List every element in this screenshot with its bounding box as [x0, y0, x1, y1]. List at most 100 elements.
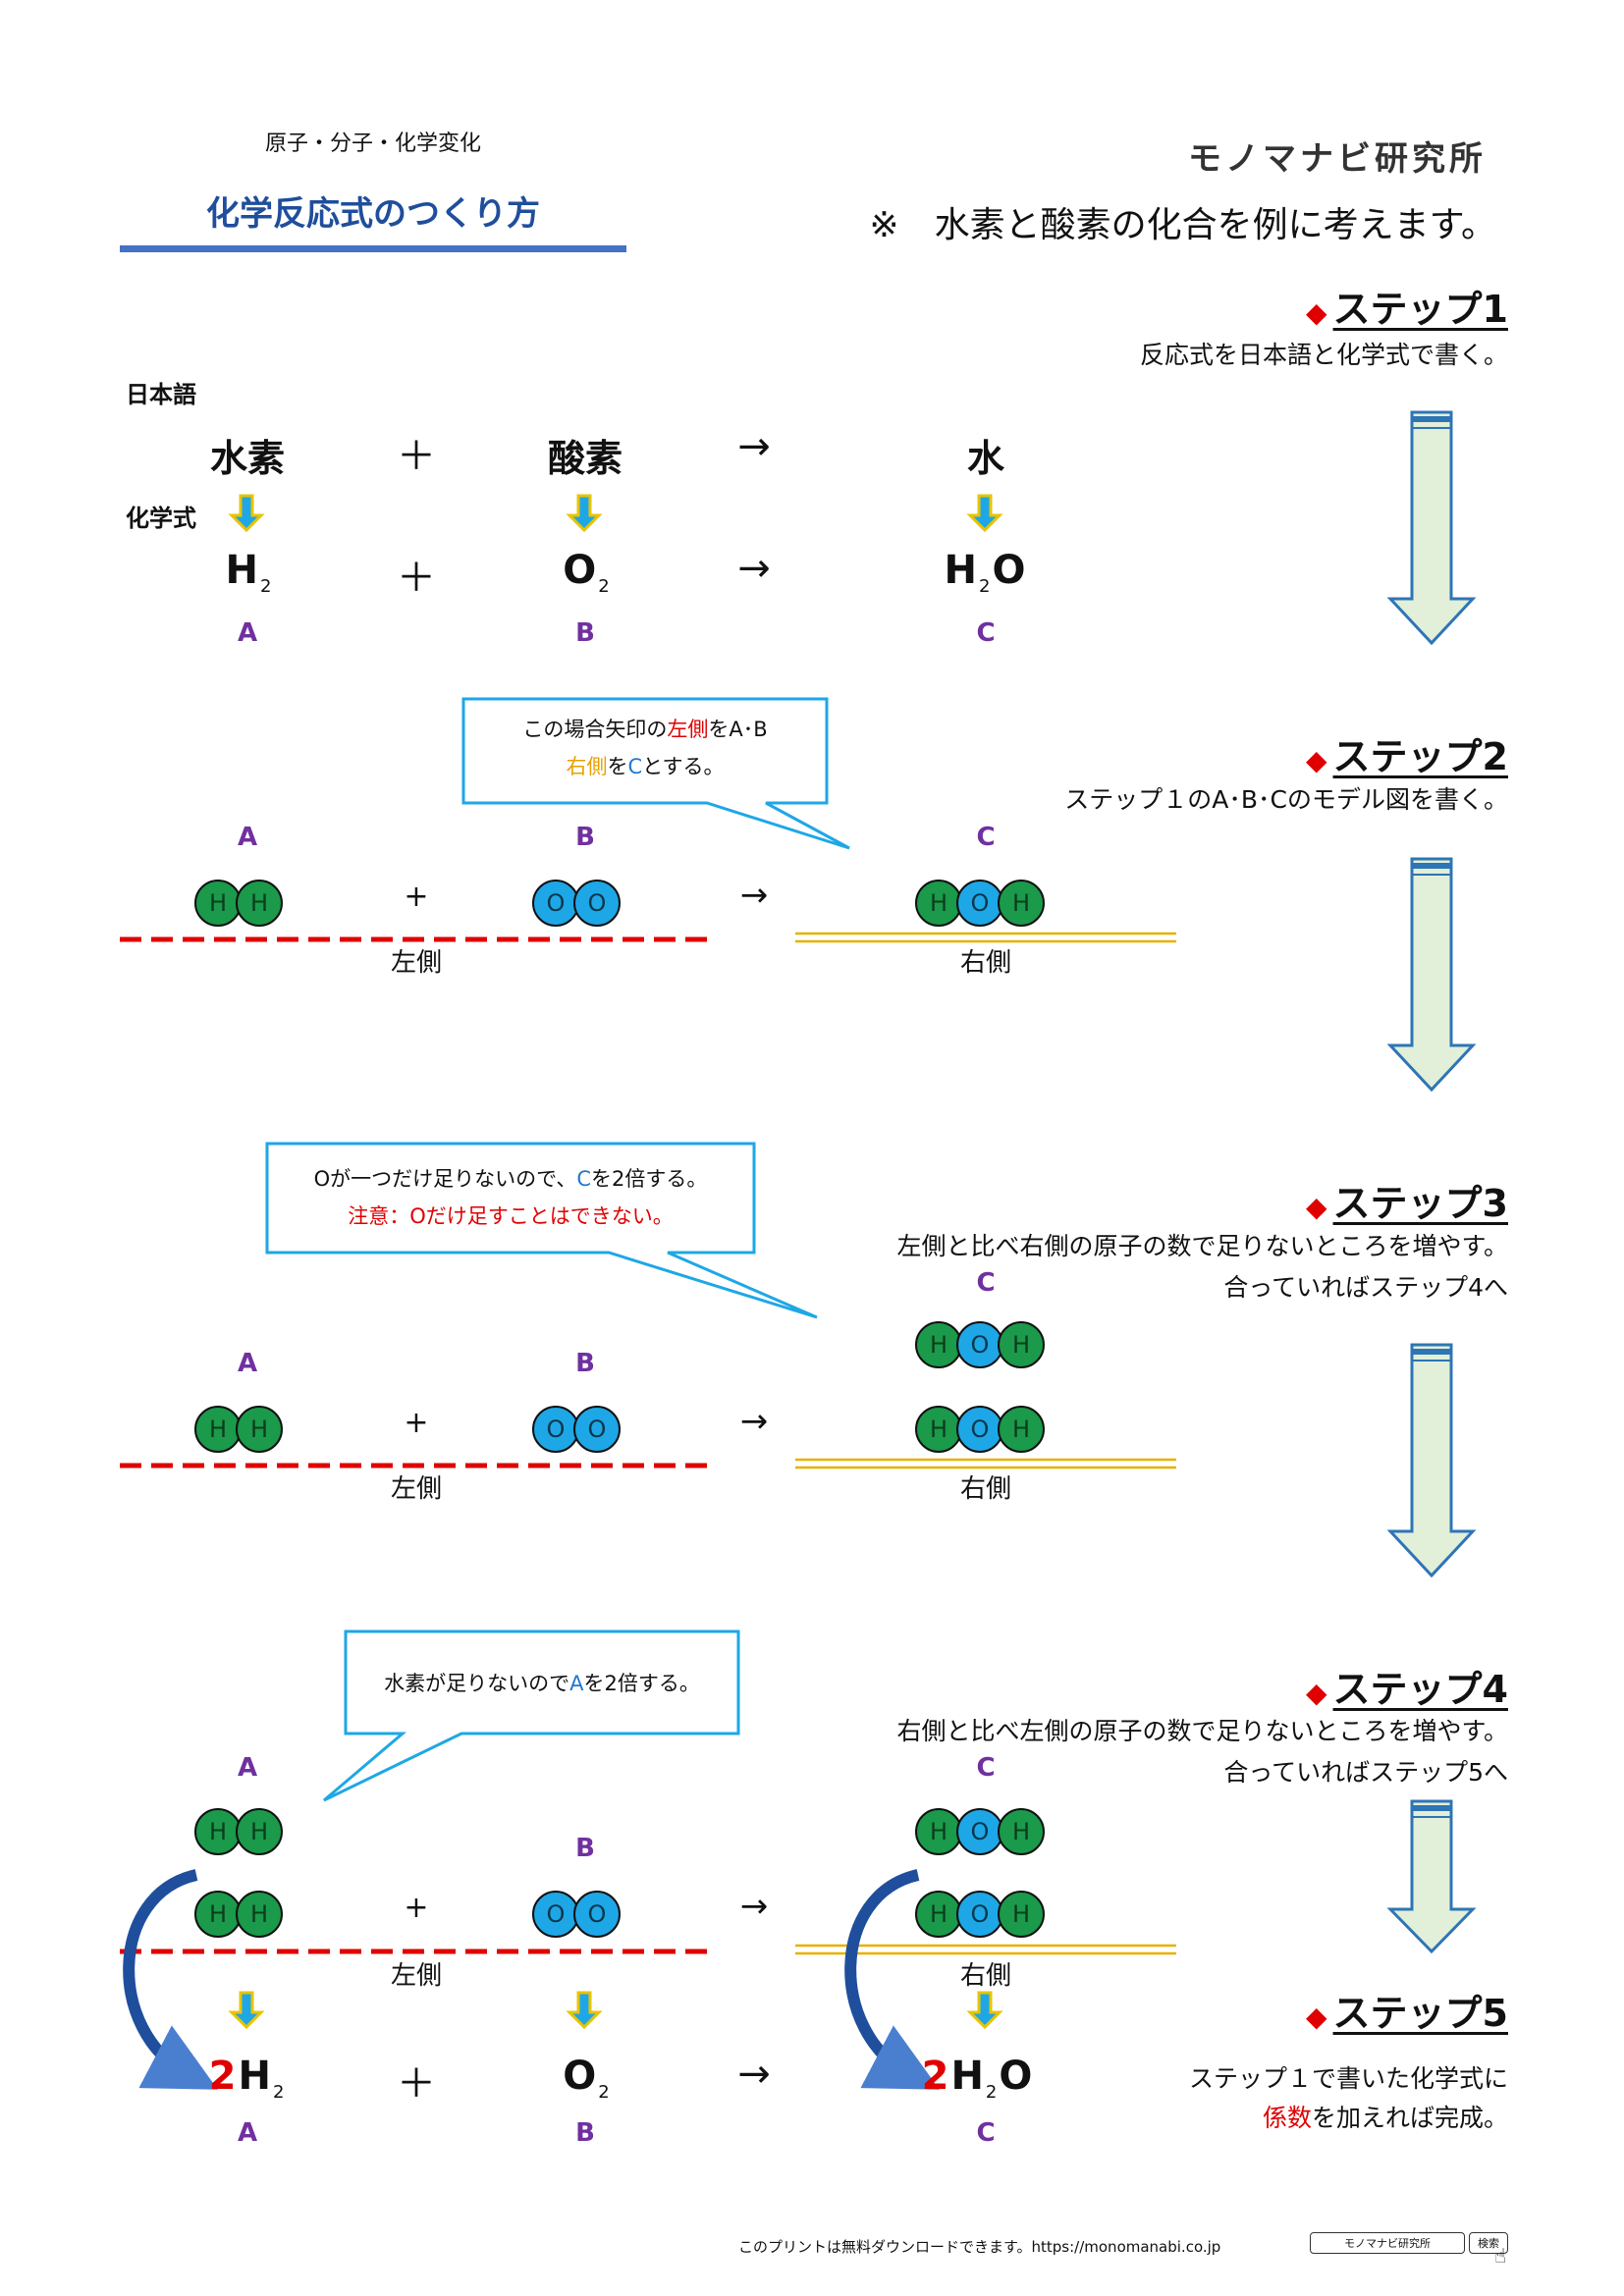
letter-b: B: [575, 618, 595, 648]
hydrogen-atom: H: [236, 1891, 283, 1938]
word-water: 水: [966, 437, 1005, 480]
hydrogen-atom: H: [998, 1406, 1045, 1453]
arrow-sign: →: [739, 1887, 769, 1926]
molecule-h2o: H O H: [915, 1406, 1045, 1453]
arrow-sign: →: [737, 2052, 771, 2097]
cursor-icon: ☝: [1494, 2244, 1507, 2268]
small-down-arrows: [228, 494, 1003, 2030]
molecule-h2: H H: [194, 1406, 283, 1453]
oxygen-atom: O: [956, 880, 1003, 927]
letter-c: C: [976, 1753, 996, 1783]
word-hydrogen: 水素: [209, 437, 286, 480]
plus-sign: ＋: [397, 2061, 436, 2107]
molecule-o2: O O: [532, 880, 621, 927]
hydrogen-atom: H: [236, 1808, 283, 1855]
hydrogen-atom: H: [194, 1891, 242, 1938]
step5-desc: ステップ１で書いた化学式に: [1188, 2064, 1508, 2093]
letter-a: A: [237, 2118, 258, 2148]
letter-a: A: [237, 1753, 258, 1783]
brand-logo: モノマナビ研究所: [1188, 139, 1487, 179]
left-side-label: 左側: [390, 948, 443, 978]
callout-1-shape: [461, 697, 850, 850]
letter-b: B: [575, 2118, 595, 2148]
hydrogen-atom: H: [915, 1891, 962, 1938]
arrow-sign: →: [739, 876, 769, 915]
curved-arrow-left: [123, 1869, 218, 2090]
formula-label: 化学式: [126, 505, 196, 532]
big-down-arrow-3: [1386, 1343, 1477, 1578]
step1-desc: 反応式を日本語と化学式で書く。: [1139, 341, 1508, 369]
formula-h2: H2: [225, 548, 274, 597]
final-formula-2h2: 2H2: [208, 2054, 287, 2103]
step4-desc2: 合っていればステップ5へ: [1223, 1758, 1508, 1787]
step5-title: ◆ステップ5: [1306, 1992, 1508, 2035]
molecule-h2o: H O H: [915, 880, 1045, 927]
curved-arrow-right: [844, 1869, 940, 2090]
japanese-label: 日本語: [126, 381, 196, 408]
hydrogen-atom: H: [194, 1808, 242, 1855]
hydrogen-atom: H: [915, 1406, 962, 1453]
plus-sign: ＋: [397, 556, 436, 601]
diamond-icon: ◆: [1306, 1191, 1327, 1223]
hydrogen-atom: H: [194, 1406, 242, 1453]
letter-b: B: [575, 823, 595, 852]
arrow-sign: →: [737, 546, 771, 591]
page-title: 化学反応式のつくり方: [206, 194, 540, 234]
step3-desc: 左側と比べ右側の原子の数で足りないところを増やす。: [896, 1232, 1508, 1260]
molecule-o2: O O: [532, 1891, 621, 1938]
step3-desc2: 合っていればステップ4へ: [1223, 1273, 1508, 1302]
arrow-sign: →: [739, 1402, 769, 1441]
oxygen-atom: O: [956, 1321, 1003, 1368]
molecule-h2o: H O H: [915, 1808, 1045, 1855]
oxygen-atom: O: [573, 880, 621, 927]
letter-c: C: [976, 823, 996, 852]
step2-desc: ステップ１のA･B･Cのモデル図を書く。: [1064, 785, 1508, 814]
letter-b: B: [575, 1834, 595, 1863]
letter-a: A: [237, 618, 258, 648]
right-side-label: 右側: [959, 948, 1012, 978]
left-side-label: 左側: [390, 1961, 443, 1991]
hydrogen-atom: H: [998, 1891, 1045, 1938]
right-side-label: 右側: [959, 1474, 1012, 1504]
hydrogen-atom: H: [915, 1321, 962, 1368]
right-side-label: 右側: [959, 1961, 1012, 1991]
plus-sign: +: [404, 1891, 429, 1925]
letter-a: A: [237, 823, 258, 852]
letter-c: C: [976, 2118, 996, 2148]
hydrogen-atom: H: [915, 1808, 962, 1855]
letter-c: C: [976, 618, 996, 648]
step4-desc: 右側と比べ左側の原子の数で足りないところを増やす。: [896, 1717, 1508, 1745]
hydrogen-atom: H: [915, 880, 962, 927]
search-button[interactable]: 検索: [1469, 2232, 1508, 2254]
diamond-icon: ◆: [1306, 744, 1327, 776]
hydrogen-atom: H: [194, 880, 242, 927]
molecule-h2: H H: [194, 1808, 283, 1855]
final-formula-2h2o: 2H2O: [921, 2054, 1035, 2103]
callout-2-text: Oが一つだけ足りないので、Cを2倍する。 注意：Oだけ足すことはできない。: [313, 1167, 708, 1228]
right-side-lines: [795, 932, 1176, 1955]
big-down-arrow-4: [1386, 1799, 1477, 1954]
plus-sign: ＋: [397, 434, 436, 479]
callout-1-text: この場合矢印の左側をA･B 右側をCとする。: [522, 718, 768, 778]
formula-o2: O2: [563, 548, 612, 597]
callout-3-text: 水素が足りないのでAを2倍する。: [384, 1672, 700, 1695]
big-down-arrow-2: [1386, 857, 1477, 1093]
step5-desc2: 係数を加えれば完成。: [1262, 2104, 1508, 2132]
plus-sign: +: [404, 880, 429, 914]
letter-b: B: [575, 1349, 595, 1378]
molecule-o2: O O: [532, 1406, 621, 1453]
search-box[interactable]: モノマナビ研究所: [1310, 2232, 1465, 2254]
step3-title: ◆ステップ3: [1306, 1182, 1508, 1225]
diamond-icon: ◆: [1306, 296, 1327, 329]
oxygen-atom: O: [573, 1891, 621, 1938]
molecule-h2: H H: [194, 880, 283, 927]
oxygen-atom: O: [956, 1808, 1003, 1855]
molecule-h2o: H O H: [915, 1321, 1045, 1368]
oxygen-atom: O: [956, 1891, 1003, 1938]
left-side-label: 左側: [390, 1474, 443, 1504]
intro-note: ※ 水素と酸素の化合を例に考えます。: [869, 205, 1496, 245]
step2-title: ◆ステップ2: [1306, 735, 1508, 778]
oxygen-atom: O: [573, 1406, 621, 1453]
oxygen-atom: O: [532, 880, 579, 927]
